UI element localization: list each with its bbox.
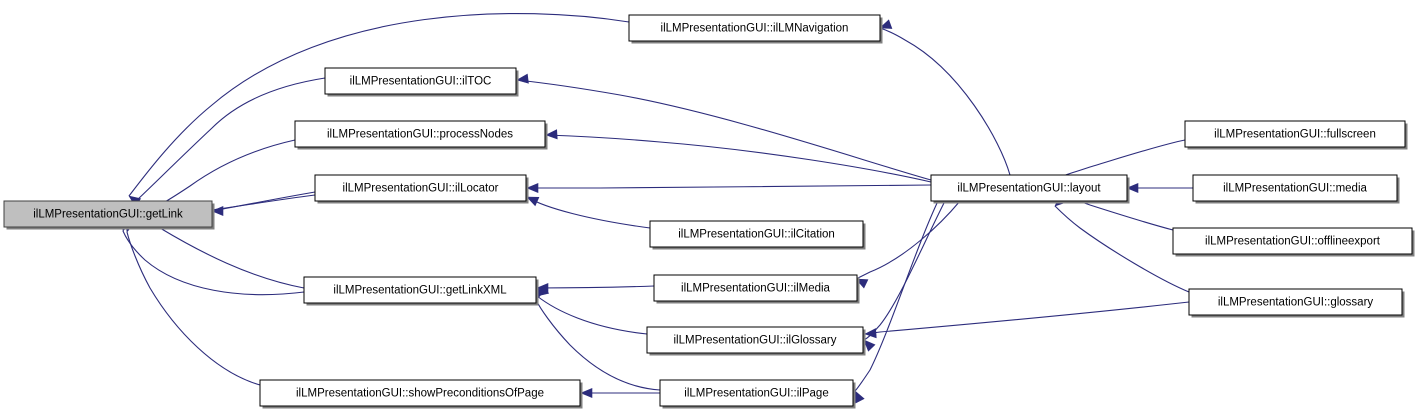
node-processNodes[interactable]: ilLMPresentationGUI::processNodes: [294, 120, 548, 150]
node-layout[interactable]: ilLMPresentationGUI::layout: [930, 174, 1130, 204]
call-edge-layout-to-ilPage: [854, 200, 939, 404]
node-media[interactable]: ilLMPresentationGUI::media: [1192, 174, 1400, 204]
node-box[interactable]: [1188, 288, 1403, 316]
call-edge-glossary-to-ilGlossary: [864, 301, 1190, 339]
node-getLinkXML[interactable]: ilLMPresentationGUI::getLinkXML: [303, 276, 539, 306]
node-box[interactable]: [294, 120, 546, 148]
node-box[interactable]: [649, 220, 864, 248]
node-ilMedia[interactable]: ilLMPresentationGUI::ilMedia: [653, 274, 860, 304]
node-box[interactable]: [3, 200, 213, 228]
node-box[interactable]: [303, 276, 537, 304]
call-edge-media-to-layout: [1126, 182, 1193, 194]
node-box[interactable]: [628, 14, 881, 42]
node-box[interactable]: [653, 274, 858, 302]
node-box[interactable]: [1184, 120, 1406, 148]
call-edge-showPreconditionsOfPage-to-getLink: [125, 219, 261, 386]
node-box[interactable]: [314, 174, 527, 202]
node-box[interactable]: [1172, 227, 1413, 255]
node-ilPage[interactable]: ilLMPresentationGUI::ilPage: [659, 379, 856, 409]
node-showPreconditionsOfPage[interactable]: ilLMPresentationGUI::showPreconditionsOf…: [259, 379, 583, 409]
call-edge-layout-to-processNodes: [545, 129, 932, 183]
call-edge-layout-to-ilLocator: [526, 182, 932, 194]
call-edge-ilPage-to-showPreconditionsOfPage: [580, 387, 660, 399]
call-edge-glossary-to-layout: [1054, 194, 1190, 293]
node-box[interactable]: [646, 326, 864, 354]
call-edge-ilPage-to-getLinkXML: [535, 287, 661, 391]
node-box[interactable]: [259, 379, 581, 407]
call-edge-layout-to-ilLMNavigation: [879, 19, 1011, 176]
call-edge-layout-to-ilGlossary: [863, 200, 946, 352]
node-box[interactable]: [659, 379, 854, 407]
call-edge-layout-to-ilTOC: [516, 73, 932, 181]
node-fullscreen[interactable]: ilLMPresentationGUI::fullscreen: [1184, 120, 1408, 150]
node-offlineexport[interactable]: ilLMPresentationGUI::offlineexport: [1172, 227, 1415, 257]
call-edge-ilLocator-to-getLink: [211, 191, 316, 217]
node-ilTOC[interactable]: ilLMPresentationGUI::ilTOC: [324, 67, 519, 97]
call-edge-ilMedia-to-getLinkXML: [536, 282, 655, 294]
node-ilCitation[interactable]: ilLMPresentationGUI::ilCitation: [649, 220, 866, 250]
node-box[interactable]: [930, 174, 1128, 202]
node-ilLocator[interactable]: ilLMPresentationGUI::ilLocator: [314, 174, 529, 204]
node-glossary[interactable]: ilLMPresentationGUI::glossary: [1188, 288, 1405, 318]
node-ilGlossary[interactable]: ilLMPresentationGUI::ilGlossary: [646, 326, 866, 356]
call-edge-ilCitation-to-ilLocator: [526, 196, 651, 229]
node-box[interactable]: [1192, 174, 1398, 202]
node-box[interactable]: [324, 67, 517, 95]
node-getLink[interactable]: ilLMPresentationGUI::getLink: [3, 200, 215, 230]
node-ilLMNavigation[interactable]: ilLMPresentationGUI::ilLMNavigation: [628, 14, 883, 44]
